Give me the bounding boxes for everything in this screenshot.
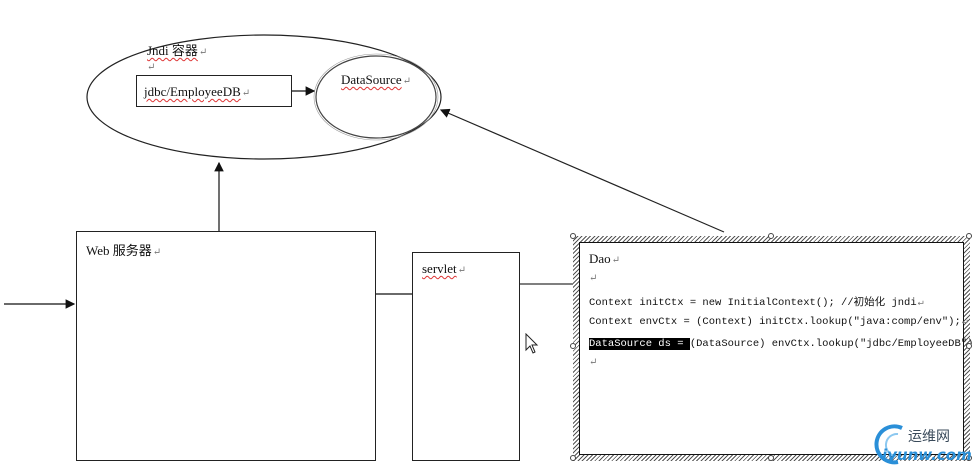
- jndi-container-label: Jndi 容器↵: [147, 43, 208, 58]
- mouse-pointer-icon: [525, 333, 539, 354]
- jdbc-employeedb-box[interactable]: jdbc/EmployeeDB↵: [136, 75, 292, 107]
- jndi-container-ellipse: [86, 34, 442, 160]
- servlet-box[interactable]: servlet↵: [412, 252, 520, 461]
- resize-handle-left[interactable]: [570, 343, 576, 349]
- resize-handle-right[interactable]: [966, 343, 972, 349]
- empty-paragraph-mark: ↵: [589, 273, 598, 284]
- resize-handle-bottom[interactable]: [768, 455, 774, 461]
- jdbc-employeedb-label: jdbc/EmployeeDB↵: [144, 84, 251, 99]
- resize-handle-top-left[interactable]: [570, 233, 576, 239]
- web-server-label: Web 服务器↵: [86, 243, 162, 258]
- resize-handle-top-right[interactable]: [966, 233, 972, 239]
- watermark-logo-icon: [874, 424, 903, 465]
- dao-box[interactable]: Dao↵ ↵ Context initCtx = new InitialCont…: [579, 242, 973, 455]
- resize-handle-top[interactable]: [768, 233, 774, 239]
- arrow-dao-to-datasource: [439, 108, 725, 233]
- code-line-1: Context initCtx = new InitialContext(); …: [589, 297, 924, 309]
- datasource-label[interactable]: DataSource↵: [341, 72, 412, 87]
- datasource-ellipse-outer: [313, 53, 439, 141]
- empty-paragraph-mark: ↵: [147, 62, 156, 73]
- code-line-3: DataSource ds = (DataSource) envCtx.look…: [589, 338, 973, 350]
- empty-paragraph-mark: ↵: [589, 357, 598, 368]
- datasource-ellipse: [315, 55, 437, 139]
- watermark-url: iyunw.com: [882, 446, 972, 464]
- watermark: 运维网 iyunw.com: [868, 420, 972, 468]
- dao-title: Dao↵: [589, 251, 621, 266]
- selected-text[interactable]: DataSource ds =: [589, 338, 690, 350]
- code-line-2: Context envCtx = (Context) initCtx.looku…: [589, 316, 968, 328]
- servlet-label: servlet↵: [422, 261, 467, 276]
- watermark-text: 运维网: [908, 429, 950, 445]
- resize-handle-bottom-right[interactable]: [966, 455, 972, 461]
- resize-handle-bottom-left[interactable]: [570, 455, 576, 461]
- web-server-box[interactable]: Web 服务器↵: [76, 231, 376, 461]
